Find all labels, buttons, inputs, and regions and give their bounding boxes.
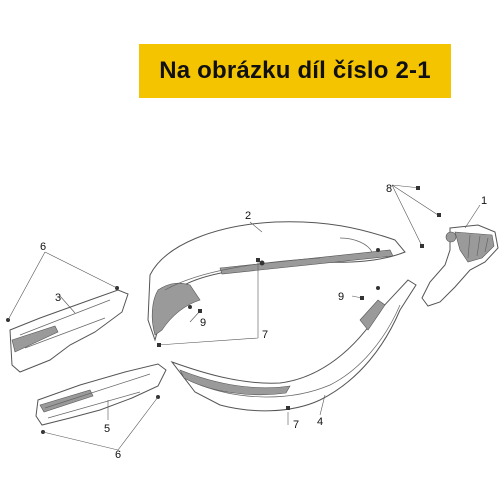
part-1-rear-tail — [421, 224, 499, 307]
callout-6-upper: 6 — [40, 241, 46, 253]
callout-6-lower: 6 — [115, 449, 121, 461]
callout-8: 8 — [386, 183, 392, 195]
part-3-left-side-panel — [6, 286, 129, 373]
part-5-lower-left-panel — [35, 363, 167, 434]
leader-lines — [7, 184, 481, 451]
callout-3: 3 — [55, 292, 61, 304]
callout-5: 5 — [104, 423, 110, 435]
part-4-lower-side-panel — [170, 279, 417, 412]
callout-4: 4 — [317, 416, 323, 428]
part-number-banner: Na obrázku díl číslo 2-1 — [139, 44, 451, 98]
callout-9-right: 9 — [338, 291, 344, 303]
callout-9-left: 9 — [200, 317, 206, 329]
fasteners — [157, 186, 441, 410]
callout-7-lower: 7 — [293, 419, 299, 431]
banner-title: Na obrázku díl číslo 2-1 — [159, 57, 431, 84]
callout-1: 1 — [481, 195, 487, 207]
part-2-body-cover — [147, 221, 406, 342]
callout-7-middle: 7 — [262, 329, 268, 341]
callout-2: 2 — [245, 210, 251, 222]
